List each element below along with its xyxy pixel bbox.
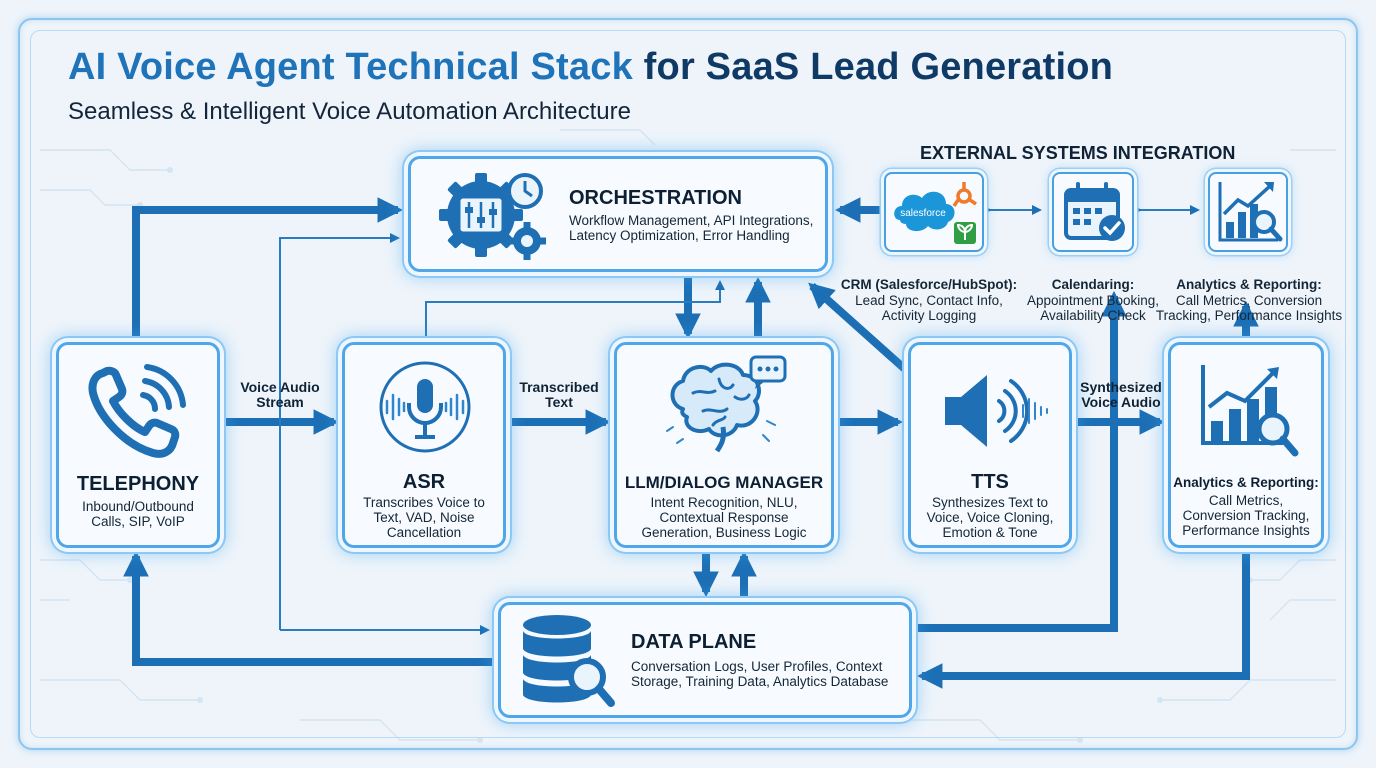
page-subtitle: Seamless & Intelligent Voice Automation … bbox=[68, 98, 631, 125]
arrow-dataplane-to-telephony bbox=[123, 550, 494, 666]
gear-clock-sliders-icon bbox=[439, 173, 546, 260]
title-rest: for SaaS Lead Generation bbox=[643, 46, 1114, 88]
arrow-dataplane-to-calendaring bbox=[914, 290, 1127, 632]
telephony-description: Inbound/Outbound Calls, SIP, VoIP bbox=[82, 499, 194, 530]
speaker-soundwave-icon bbox=[945, 375, 1048, 447]
data-plane-description: Conversation Logs, User Profiles, Contex… bbox=[631, 659, 889, 690]
external-analytics-caption-title: Analytics & Reporting: bbox=[1176, 277, 1322, 293]
arrow-tts-to-orchestration bbox=[808, 282, 909, 373]
llm-title: LLM/DIALOG MANAGER bbox=[624, 473, 824, 492]
synthesized-voice-audio-label: Synthesized Voice Audio bbox=[1080, 379, 1162, 411]
telephony-title: TELEPHONY bbox=[76, 473, 200, 495]
asr-title: ASR bbox=[402, 471, 446, 493]
bar-chart-magnifier-icon bbox=[1201, 365, 1299, 457]
calendaring-caption-title: Calendaring: bbox=[1051, 277, 1135, 293]
calendaring-caption-description: Appointment Booking, Availability Check bbox=[1026, 292, 1160, 323]
tts-description: Synthesizes Text to Voice, Voice Cloning… bbox=[926, 495, 1054, 541]
brain-chat-icon bbox=[666, 355, 787, 453]
external-systems-heading: EXTERNAL SYSTEMS INTEGRATION bbox=[920, 143, 1236, 163]
crm-caption-description: Lead Sync, Contact Info, Activity Loggin… bbox=[855, 292, 1003, 323]
crm-tile: salesforce bbox=[884, 172, 984, 252]
orchestration-title: ORCHESTRATION bbox=[569, 187, 742, 209]
data-plane-box: DATA PLANE Conversation Logs, User Profi… bbox=[498, 602, 912, 718]
voice-audio-stream-label: Voice Audio Stream bbox=[240, 379, 320, 411]
tts-title: TTS bbox=[971, 471, 1009, 493]
salesforce-logo-text: salesforce bbox=[900, 208, 946, 219]
crm-caption-title: CRM (Salesforce/HubSpot): bbox=[840, 277, 1018, 293]
crm-caption: CRM (Salesforce/HubSpot):Lead Sync, Cont… bbox=[834, 262, 1024, 323]
external-analytics-tile bbox=[1208, 172, 1288, 252]
calendaring-caption: Calendaring:Appointment Booking, Availab… bbox=[1018, 262, 1168, 323]
calendaring-tile bbox=[1052, 172, 1134, 252]
salesforce-hubspot-icon: salesforce bbox=[894, 182, 977, 244]
data-plane-title: DATA PLANE bbox=[631, 631, 757, 653]
calendar-check-icon bbox=[1064, 182, 1125, 241]
asr-description: Transcribes Voice to Text, VAD, Noise Ca… bbox=[363, 495, 485, 541]
analytics-box: Analytics & Reporting: Call Metrics, Con… bbox=[1168, 342, 1324, 548]
thin-arrow-to-orchestration bbox=[279, 233, 400, 630]
external-analytics-caption-description: Call Metrics, Conversion Tracking, Perfo… bbox=[1155, 292, 1343, 323]
phone-signal-icon bbox=[88, 364, 186, 458]
title-accent: AI Voice Agent Technical Stack bbox=[68, 46, 633, 88]
tts-box: TTS Synthesizes Text to Voice, Voice Clo… bbox=[908, 342, 1072, 548]
asr-box: ASR Transcribes Voice to Text, VAD, Nois… bbox=[342, 342, 506, 548]
database-magnifier-icon bbox=[523, 615, 615, 707]
telephony-box: TELEPHONY Inbound/Outbound Calls, SIP, V… bbox=[56, 342, 220, 548]
inner-frame bbox=[30, 30, 1346, 738]
orchestration-description: Workflow Management, API Integrations, L… bbox=[569, 213, 814, 244]
analytics-title: Analytics & Reporting: bbox=[1173, 475, 1319, 490]
arrow-telephony-to-orchestration bbox=[132, 197, 404, 342]
transcribed-text-label: Transcribed Text bbox=[519, 379, 599, 411]
microphone-icon bbox=[379, 361, 471, 453]
outer-frame bbox=[18, 18, 1358, 750]
orchestration-box: ORCHESTRATION Workflow Management, API I… bbox=[408, 156, 828, 272]
llm-box: LLM/DIALOG MANAGER Intent Recognition, N… bbox=[614, 342, 834, 548]
external-analytics-caption: Analytics & Reporting:Call Metrics, Conv… bbox=[1154, 262, 1344, 323]
thin-arrow-asr-to-orchestration bbox=[425, 280, 725, 342]
growth-chart-magnifier-icon bbox=[1218, 182, 1283, 242]
llm-description: Intent Recognition, NLU, Contextual Resp… bbox=[641, 495, 807, 541]
page-title: AI Voice Agent Technical Stack for SaaS … bbox=[68, 46, 1113, 89]
analytics-description: Call Metrics, Conversion Tracking, Perfo… bbox=[1182, 493, 1310, 539]
arrow-analytics-to-dataplane bbox=[916, 552, 1250, 689]
